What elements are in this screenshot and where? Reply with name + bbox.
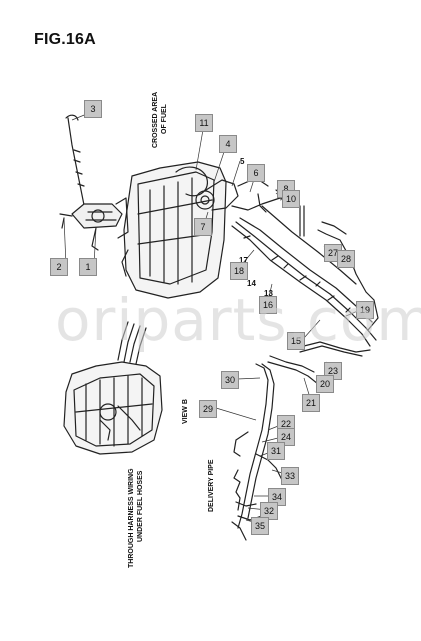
part-label-14: 14 <box>247 279 256 288</box>
callout-21[interactable]: 21 <box>302 394 320 412</box>
callout-4[interactable]: 4 <box>219 135 237 153</box>
crossed-area-label-line2: OF FUEL <box>161 104 168 134</box>
callout-20[interactable]: 20 <box>316 375 334 393</box>
callout-15[interactable]: 15 <box>287 332 305 350</box>
callout-35[interactable]: 35 <box>251 517 269 535</box>
figure-title: FIG.16A <box>34 31 96 48</box>
callout-16[interactable]: 16 <box>259 296 277 314</box>
callout-32[interactable]: 32 <box>260 502 278 520</box>
callout-23[interactable]: 24 <box>277 428 295 446</box>
callout-10[interactable]: 10 <box>282 190 300 208</box>
callout-3[interactable]: 3 <box>84 100 102 118</box>
callout-18[interactable]: 18 <box>230 262 248 280</box>
part-label-13: 13 <box>264 289 273 298</box>
part-label-5: 5 <box>240 157 245 166</box>
harness-label-line1: THROUGH HARNESS WIRING <box>128 468 135 568</box>
harness-label-line2: UNDER FUEL HOSES <box>137 470 144 542</box>
watermark: oriparts.com <box>55 286 421 354</box>
callout-30[interactable]: 30 <box>221 371 239 389</box>
crossed-area-label-line1: CROSSED AREA <box>152 91 159 148</box>
callout-28[interactable]: 28 <box>337 250 355 268</box>
part-label-17: 17 <box>239 256 248 265</box>
callout-1[interactable]: 1 <box>79 258 97 276</box>
callout-34[interactable]: 34 <box>268 488 286 506</box>
delivery-pipe-label: DELIVERY PIPE <box>208 459 215 512</box>
fuel-tank-lower <box>63 321 163 455</box>
view-b-label: VIEW B <box>182 399 189 424</box>
callout-6[interactable]: 6 <box>247 164 265 182</box>
callout-31[interactable]: 31 <box>267 442 285 460</box>
fuel-sender-assembly <box>59 114 129 251</box>
fuel-tank-upper <box>121 161 227 299</box>
callout-7[interactable]: 7 <box>194 218 212 236</box>
fuel-pipes <box>231 205 379 357</box>
callout-29[interactable]: 29 <box>199 400 217 418</box>
callout-11[interactable]: 11 <box>195 114 213 132</box>
lower-pipe-run <box>231 355 319 541</box>
callout-2[interactable]: 2 <box>50 258 68 276</box>
callout-19[interactable]: 19 <box>356 301 374 319</box>
callout-33[interactable]: 33 <box>281 467 299 485</box>
